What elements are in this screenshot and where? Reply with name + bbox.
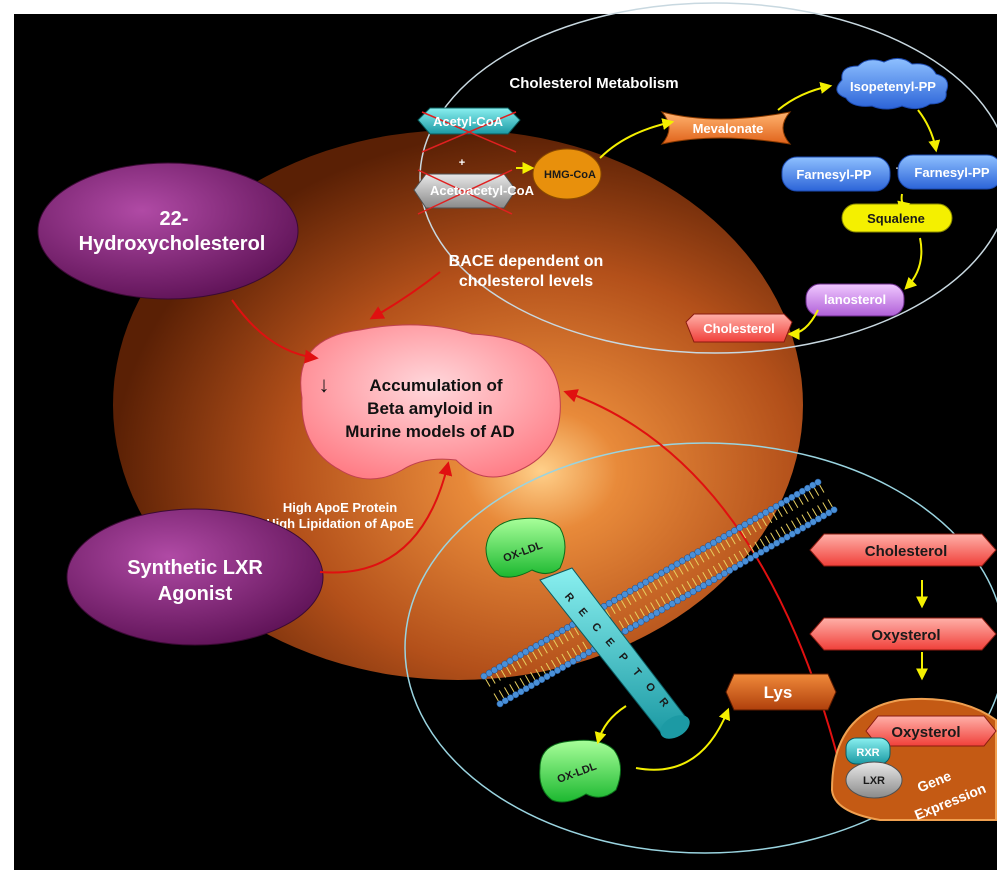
farnesyl-pp-node-2: Farnesyl-PP xyxy=(897,154,997,190)
acetyl-coa-node: Acetyl-CoA xyxy=(417,107,521,153)
down-arrow-icon: ↓ xyxy=(319,372,330,397)
lxr-agonist-line1: Synthetic LXR xyxy=(127,557,263,579)
farnesyl-pp-label-1: Farnesyl-PP xyxy=(796,167,871,182)
lanosterol-label: lanosterol xyxy=(824,292,886,307)
accumulation-node: ↓ Accumulation of Beta amyloid in Murine… xyxy=(300,324,561,480)
lys-label: Lys xyxy=(764,683,793,702)
metabolism-ring xyxy=(419,2,997,354)
squalene-label: Squalene xyxy=(867,211,925,226)
isopentenyl-pp-label: Isopetenyl-PP xyxy=(850,79,936,94)
hmg-coa-node: HMG-CoA xyxy=(532,148,602,200)
cholesterol-node-top: Cholesterol xyxy=(685,313,793,343)
ox-ldl-top-node: OX-LDL xyxy=(485,517,566,578)
lxr-agonist-node: Synthetic LXR Agonist xyxy=(66,508,324,646)
mevalonate-node: Mevalonate xyxy=(660,111,792,145)
accumulation-line3: Murine models of AD xyxy=(345,422,514,441)
acetoacetyl-coa-label: Acetoacetyl-CoA xyxy=(430,183,535,198)
oxysterol-label-2: Oxysterol xyxy=(891,724,960,741)
apoe-line2: High Lipidation of ApoE xyxy=(266,516,414,531)
cholesterol-node-right: Cholesterol xyxy=(809,533,997,567)
cell-membrane xyxy=(480,478,838,708)
acetyl-coa-label: Acetyl-CoA xyxy=(433,114,504,129)
hydroxycholesterol-line1: 22- xyxy=(160,208,189,230)
hydroxycholesterol-line2: Hydroxycholesterol xyxy=(79,233,266,255)
lys-node: Lys xyxy=(725,673,837,711)
plus-sign-1: + xyxy=(459,157,465,169)
farnesyl-pp-label-2: Farnesyl-PP xyxy=(914,165,989,180)
receptor-ring xyxy=(404,442,997,854)
accumulation-line1: Accumulation of xyxy=(369,376,503,395)
farnesyl-pp-node-1: Farnesyl-PP xyxy=(781,156,891,192)
rxr-label: RXR xyxy=(856,747,879,759)
oxysterol-node-2: Oxysterol xyxy=(865,715,997,747)
acetoacetyl-coa-node: Acetoacetyl-CoA xyxy=(413,169,535,215)
metabolism-title: Cholesterol Metabolism xyxy=(509,75,678,92)
lanosterol-node: lanosterol xyxy=(805,283,905,317)
lxr-agonist-line2: Agonist xyxy=(158,583,233,605)
squalene-node: Squalene xyxy=(841,203,953,233)
lxr-label: LXR xyxy=(863,775,885,787)
metabolism-arrows xyxy=(516,82,941,340)
hydroxycholesterol-node: 22- Hydroxycholesterol xyxy=(37,162,299,300)
cholesterol-label-top: Cholesterol xyxy=(703,321,775,336)
isopentenyl-pp-node: Isopetenyl-PP xyxy=(836,58,949,110)
bace-label-line2: cholesterol levels xyxy=(459,273,593,290)
accumulation-line2: Beta amyloid in xyxy=(367,399,493,418)
oxysterol-label-1: Oxysterol xyxy=(871,627,940,644)
oxysterol-node-1: Oxysterol xyxy=(809,617,997,651)
mevalonate-label: Mevalonate xyxy=(693,121,764,136)
apoe-line1: High ApoE Protein xyxy=(283,500,397,515)
hmg-coa-label: HMG-CoA xyxy=(544,169,596,181)
lxr-node: LXR xyxy=(845,761,903,799)
lower-yellow-arrows xyxy=(594,580,928,771)
cholesterol-label-right: Cholesterol xyxy=(865,543,948,560)
ox-ldl-bottom-node: OX-LDL xyxy=(539,739,621,803)
rxr-node: RXR xyxy=(845,737,891,765)
bace-label-line1: BACE dependent on xyxy=(449,253,604,270)
